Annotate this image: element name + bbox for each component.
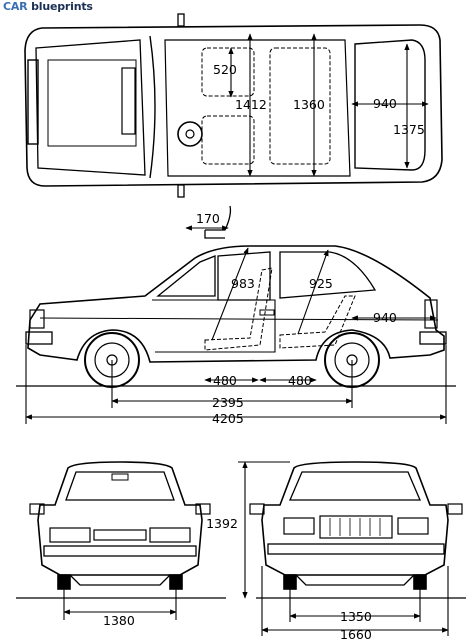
dim-label-rear-interior: 1360 — [293, 97, 325, 112]
dim-label-overall-height: 1392 — [206, 516, 238, 531]
side-view-front-seat — [204, 267, 273, 351]
dim-label-rear-seat-distance: 480 — [288, 373, 312, 388]
side-view-front-bumper — [25, 331, 53, 345]
top-view-mirror-top — [177, 13, 185, 27]
front-view-body-outline — [261, 461, 449, 576]
dim-label-wheelbase: 2395 — [212, 395, 244, 410]
dim-line-front-headroom — [211, 247, 249, 341]
front-view-bumper — [267, 543, 445, 555]
dim-label-overall-length: 4205 — [212, 411, 244, 426]
rear-view-underbody — [69, 574, 171, 586]
side-view-rear-bumper — [419, 331, 447, 345]
dim-label-overall-width: 1660 — [340, 627, 372, 641]
top-view-windscreen — [149, 35, 156, 179]
brand-logo-part2: blueprints — [31, 0, 93, 13]
front-view-underbody — [295, 574, 415, 586]
dim-label-top-rear-overhang: 940 — [373, 96, 397, 111]
top-view-bonnet-panel — [47, 59, 137, 147]
side-view-door-handle — [259, 309, 275, 316]
dim-line-rear-headroom — [297, 249, 329, 335]
front-view-headlight-right — [397, 517, 429, 535]
top-view-cabin — [164, 39, 351, 177]
side-view-rear-seat — [279, 295, 356, 349]
rear-view-wiper-box — [111, 473, 129, 481]
front-view-mirror-right — [447, 503, 463, 515]
side-view — [25, 205, 447, 388]
front-view-windscreen — [289, 471, 421, 501]
rear-view-mirror-right — [195, 503, 211, 515]
brand-logo-part1: CAR — [3, 0, 28, 13]
side-view-body-outline — [27, 245, 445, 363]
side-view-taillight — [424, 299, 438, 329]
side-view-rear-window — [279, 251, 377, 299]
dim-label-seat-depth: 520 — [213, 62, 237, 77]
side-view-headlight — [29, 309, 45, 329]
top-view-rear-hatch — [354, 39, 426, 171]
rear-view-mirror-left — [29, 503, 45, 515]
rear-view-body-outline — [37, 461, 203, 576]
brand-logo: CAR blueprints — [3, 0, 93, 14]
front-view-grille — [319, 515, 393, 539]
rear-view-plate — [93, 529, 147, 541]
front-view-headlight-left — [283, 517, 315, 535]
top-view-cowl-vent — [121, 67, 136, 135]
dim-label-front-seat-pedal: 480 — [213, 373, 237, 388]
top-view-front-seat-right — [201, 115, 255, 165]
side-view-front-window — [156, 255, 216, 297]
rear-view-lamp-right — [149, 527, 191, 543]
rear-view-rear-window — [65, 471, 175, 501]
top-view — [24, 13, 443, 198]
side-view-door — [152, 299, 276, 353]
top-view-front-bumper — [27, 59, 39, 145]
rear-view — [29, 461, 211, 590]
rear-view-lamp-left — [49, 527, 91, 543]
dim-label-front-headroom: 983 — [231, 276, 255, 291]
dim-label-front-interior: 1412 — [235, 97, 267, 112]
top-view-steering-wheel — [177, 121, 203, 147]
top-view-mirror-bottom — [177, 184, 185, 198]
top-view-rear-seat — [269, 47, 331, 165]
dim-label-rear-headroom: 925 — [309, 276, 333, 291]
dim-label-rear-track: 1380 — [103, 613, 135, 628]
dim-label-side-rear-overhang: 940 — [373, 310, 397, 325]
rear-view-bumper — [43, 545, 197, 557]
top-view-body-outline — [24, 24, 443, 187]
dim-label-interior-width: 1375 — [393, 122, 425, 137]
dim-label-seat-adjust: 170 — [196, 211, 220, 226]
top-view-front-seat-left — [201, 47, 255, 97]
front-view — [249, 461, 463, 590]
front-view-mirror-left — [249, 503, 265, 515]
dim-label-front-track: 1350 — [340, 609, 372, 624]
